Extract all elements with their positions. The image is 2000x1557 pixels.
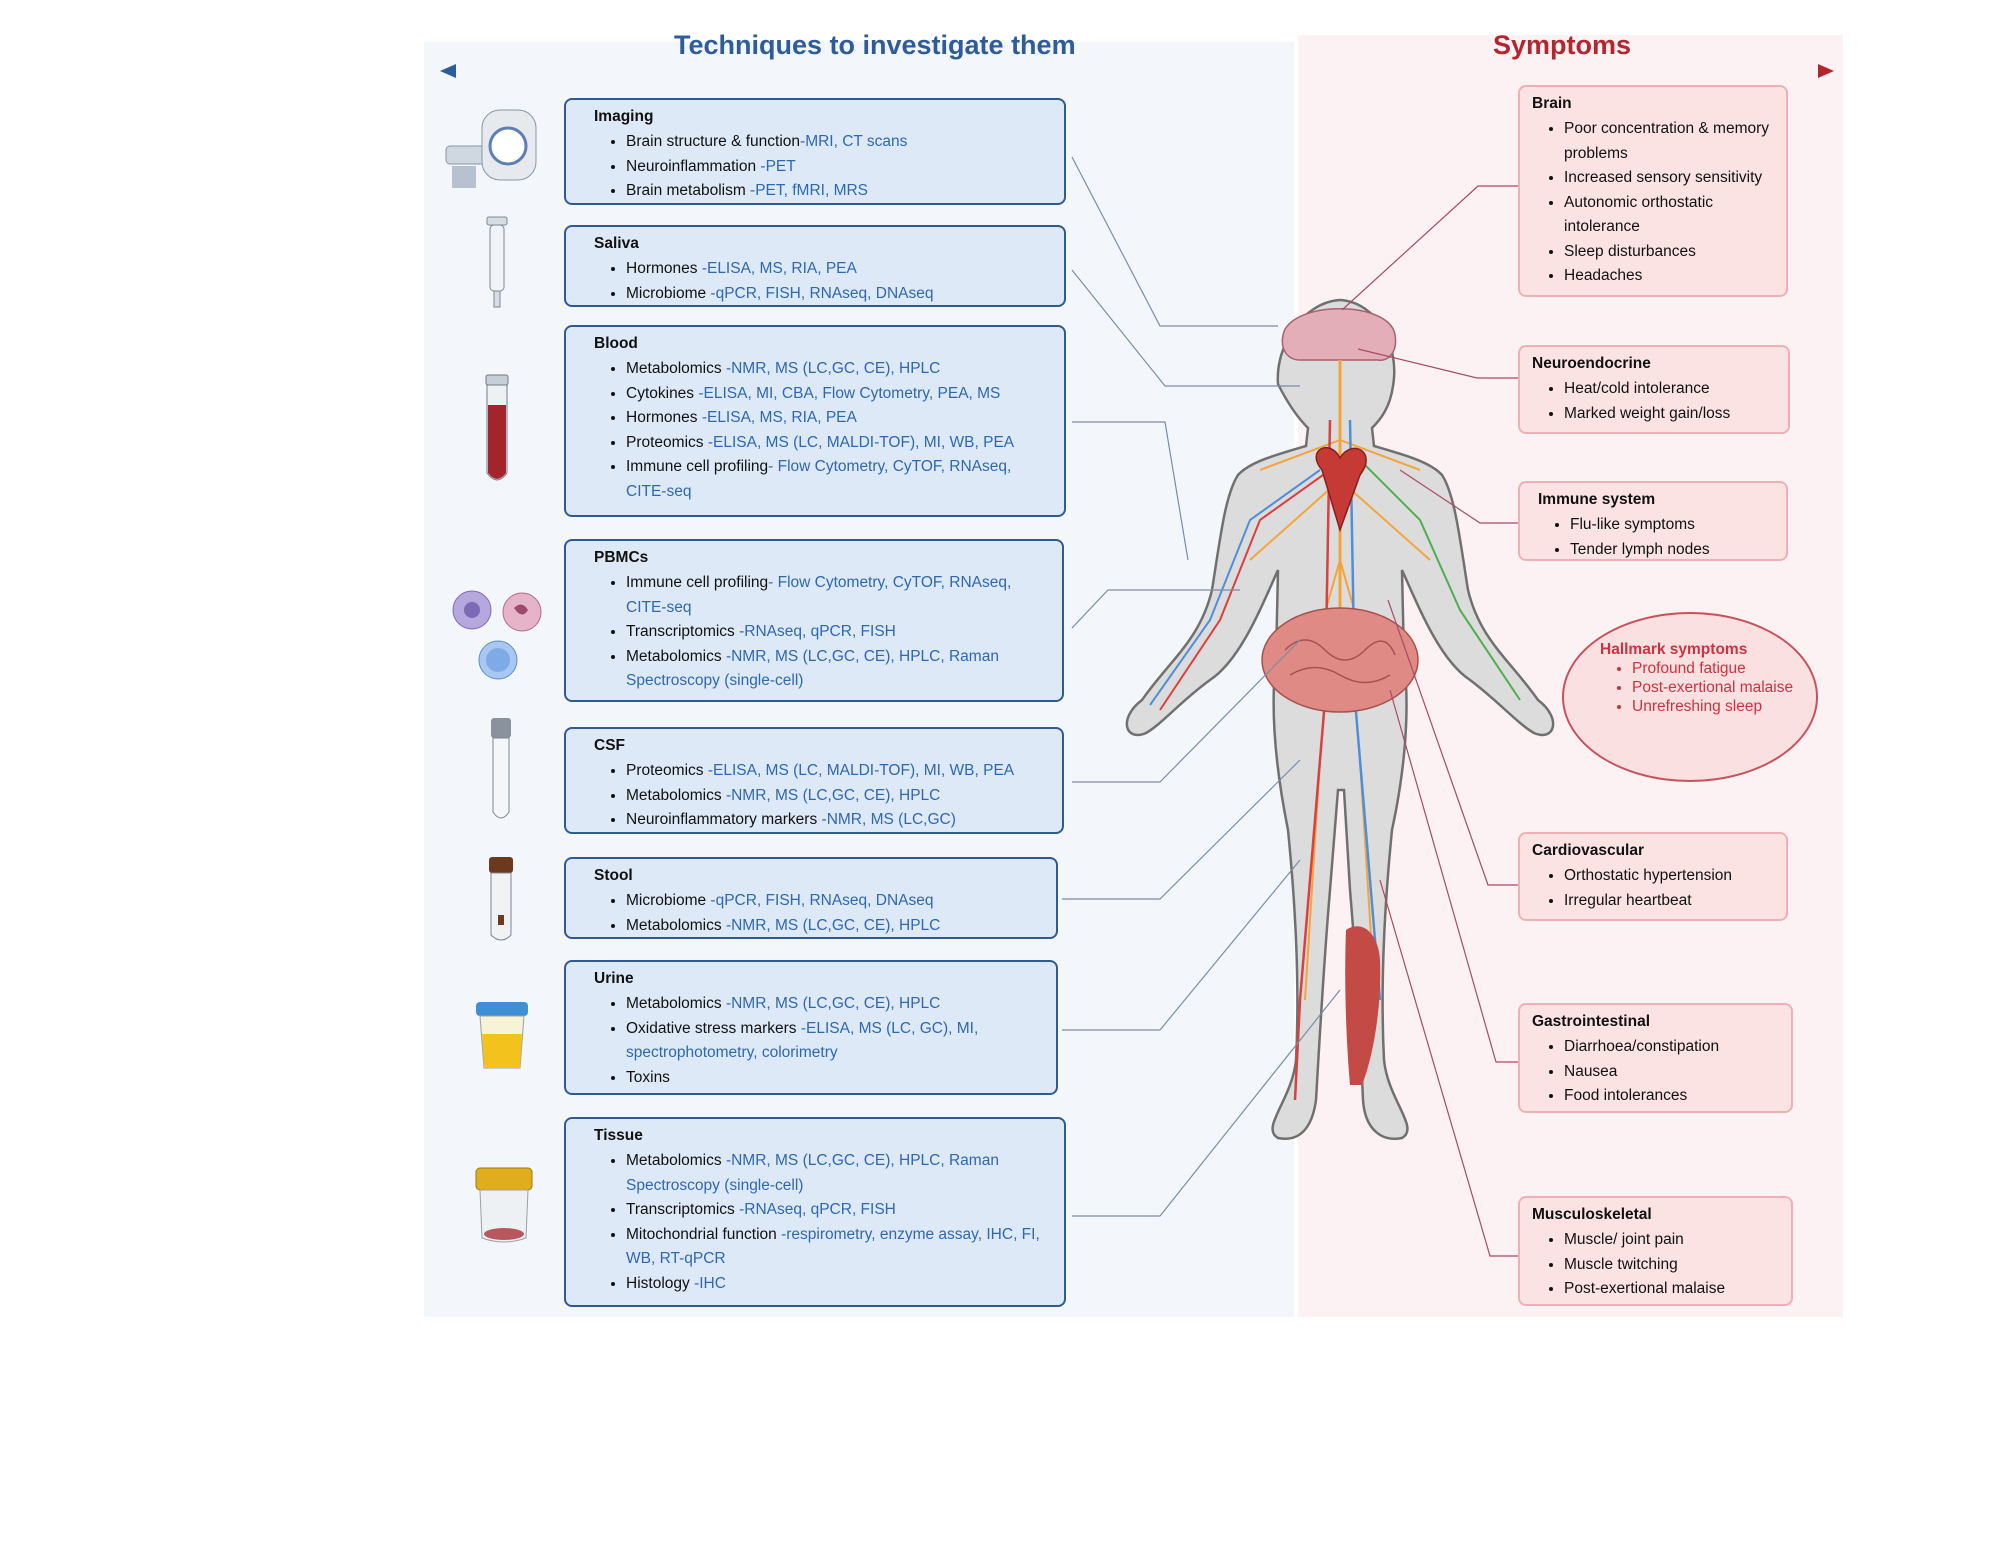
list-item: Brain metabolism -PET, fMRI, MRS <box>626 179 1054 204</box>
list-item: Hormones -ELISA, MS, RIA, PEA <box>626 257 1054 282</box>
list-item: Cytokines -ELISA, MI, CBA, Flow Cytometr… <box>626 382 1054 407</box>
symptom-box-title: Brain <box>1532 95 1572 112</box>
tissue-cup-icon <box>475 1167 533 1243</box>
technique-box-title: Imaging <box>594 108 654 125</box>
list-item: Sleep disturbances <box>1564 240 1776 265</box>
list-item: Proteomics -ELISA, MS (LC, MALDI-TOF), M… <box>626 431 1054 456</box>
symptoms-heading: Symptoms <box>1493 30 1632 60</box>
technique-box-title: Stool <box>594 867 633 884</box>
list-item: Hormones -ELISA, MS, RIA, PEA <box>626 406 1054 431</box>
list-item: Nausea <box>1564 1060 1781 1085</box>
list-item: Autonomic orthostatic intolerance <box>1564 191 1776 240</box>
technique-box-pbmcs: PBMCs Immune cell profiling- Flow Cytome… <box>564 539 1064 702</box>
list-item: Metabolomics -NMR, MS (LC,GC, CE), HPLC <box>626 784 1052 809</box>
list-item: Immune cell profiling- Flow Cytometry, C… <box>626 571 1052 620</box>
list-item: Metabolomics -NMR, MS (LC,GC, CE), HPLC <box>626 992 1046 1017</box>
list-item: Increased sensory sensitivity <box>1564 166 1776 191</box>
list-item: Post-exertional malaise <box>1632 678 1806 697</box>
list-item: Metabolomics -NMR, MS (LC,GC, CE), HPLC <box>626 357 1054 382</box>
list-item: Unrefreshing sleep <box>1632 697 1806 716</box>
symptoms-arrow <box>1308 64 1834 78</box>
list-item: Headaches <box>1564 264 1776 289</box>
techniques-heading: Techniques to investigate them <box>674 30 1076 60</box>
mri-scanner-icon <box>445 109 537 188</box>
techniques-arrow <box>440 64 1290 78</box>
symptom-box-title: Musculoskeletal <box>1532 1206 1652 1223</box>
list-item: Metabolomics -NMR, MS (LC,GC, CE), HPLC,… <box>626 645 1052 694</box>
technique-box-urine: Urine Metabolomics -NMR, MS (LC,GC, CE),… <box>564 960 1058 1095</box>
symptom-box-neuroendocrine: Neuroendocrine Heat/cold intolerance Mar… <box>1518 345 1790 434</box>
list-item: Poor concentration & memory problems <box>1564 117 1776 166</box>
list-item: Food intolerances <box>1564 1084 1781 1109</box>
list-item: Marked weight gain/loss <box>1564 402 1778 427</box>
list-item: Microbiome -qPCR, FISH, RNAseq, DNAseq <box>626 282 1054 307</box>
list-item: Flu-like symptoms <box>1570 513 1776 538</box>
technique-box-imaging: Imaging Brain structure & function-MRI, … <box>564 98 1066 205</box>
symptom-box-gastrointestinal: Gastrointestinal Diarrhoea/constipation … <box>1518 1003 1793 1113</box>
technique-connectors <box>1062 156 1341 1217</box>
list-item: Diarrhoea/constipation <box>1564 1035 1781 1060</box>
technique-box-title: Tissue <box>594 1127 643 1144</box>
list-item: Histology -IHC <box>626 1272 1054 1297</box>
csf-tube-icon <box>491 718 511 819</box>
symptom-box-cardiovascular: Cardiovascular Orthostatic hypertension … <box>1518 832 1788 921</box>
list-item: Proteomics -ELISA, MS (LC, MALDI-TOF), M… <box>626 759 1052 784</box>
symptom-box-title: Cardiovascular <box>1532 842 1644 859</box>
list-item: Immune cell profiling- Flow Cytometry, C… <box>626 455 1054 504</box>
stool-tube-icon <box>489 857 513 941</box>
technique-box-tissue: Tissue Metabolomics -NMR, MS (LC,GC, CE)… <box>564 1117 1066 1307</box>
human-body-illustration <box>1125 298 1555 1140</box>
technique-box-title: Urine <box>594 970 634 987</box>
list-item: Heat/cold intolerance <box>1564 377 1778 402</box>
symptom-box-brain: Brain Poor concentration & memory proble… <box>1518 85 1788 297</box>
list-item: Profound fatigue <box>1632 659 1806 678</box>
symptom-box-title: Gastrointestinal <box>1532 1013 1650 1030</box>
list-item: Neuroinflammation -PET <box>626 155 1054 180</box>
hallmark-title: Hallmark symptoms <box>1600 641 1748 658</box>
list-item: Oxidative stress markers -ELISA, MS (LC,… <box>626 1017 1046 1066</box>
list-item: Post-exertional malaise <box>1564 1277 1781 1302</box>
symptom-box-title: Immune system <box>1538 491 1656 508</box>
list-item: Toxins <box>626 1066 1046 1091</box>
symptom-box-musculoskeletal: Musculoskeletal Muscle/ joint pain Muscl… <box>1518 1196 1793 1306</box>
list-item: Transcriptomics -RNAseq, qPCR, FISH <box>626 620 1052 645</box>
technique-box-saliva: Saliva Hormones -ELISA, MS, RIA, PEA Mic… <box>564 225 1066 307</box>
list-item: Muscle/ joint pain <box>1564 1228 1781 1253</box>
immune-cells-icon <box>452 590 542 680</box>
list-item: Transcriptomics -RNAseq, qPCR, FISH <box>626 1198 1054 1223</box>
technique-box-csf: CSF Proteomics -ELISA, MS (LC, MALDI-TOF… <box>564 727 1064 834</box>
symptom-box-title: Neuroendocrine <box>1532 355 1651 372</box>
list-item: Metabolomics -NMR, MS (LC,GC, CE), HPLC <box>626 914 1046 939</box>
list-item: Brain structure & function-MRI, CT scans <box>626 130 1054 155</box>
list-item: Tender lymph nodes <box>1570 538 1776 563</box>
list-item: Metabolomics -NMR, MS (LC,GC, CE), HPLC,… <box>626 1149 1054 1198</box>
technique-box-title: Saliva <box>594 235 639 252</box>
list-item: Microbiome -qPCR, FISH, RNAseq, DNAseq <box>626 889 1046 914</box>
urine-cup-icon <box>476 1002 528 1069</box>
list-item: Mitochondrial function -respirometry, en… <box>626 1223 1054 1272</box>
technique-box-title: Blood <box>594 335 638 352</box>
symptom-box-immune-system: Immune system Flu-like symptoms Tender l… <box>1518 481 1788 561</box>
list-item: Irregular heartbeat <box>1564 889 1776 914</box>
blood-tube-icon <box>485 374 509 481</box>
hallmark-symptoms-ellipse: Hallmark symptoms Profound fatigue Post-… <box>1562 612 1818 782</box>
saliva-tube-icon <box>486 216 508 308</box>
list-item: Muscle twitching <box>1564 1253 1781 1278</box>
technique-box-title: PBMCs <box>594 549 649 566</box>
symptom-connectors <box>1341 185 1528 1257</box>
technique-box-stool: Stool Microbiome -qPCR, FISH, RNAseq, DN… <box>564 857 1058 939</box>
list-item: Orthostatic hypertension <box>1564 864 1776 889</box>
technique-box-blood: Blood Metabolomics -NMR, MS (LC,GC, CE),… <box>564 325 1066 517</box>
list-item: Neuroinflammatory markers -NMR, MS (LC,G… <box>626 808 1052 833</box>
technique-box-title: CSF <box>594 737 625 754</box>
